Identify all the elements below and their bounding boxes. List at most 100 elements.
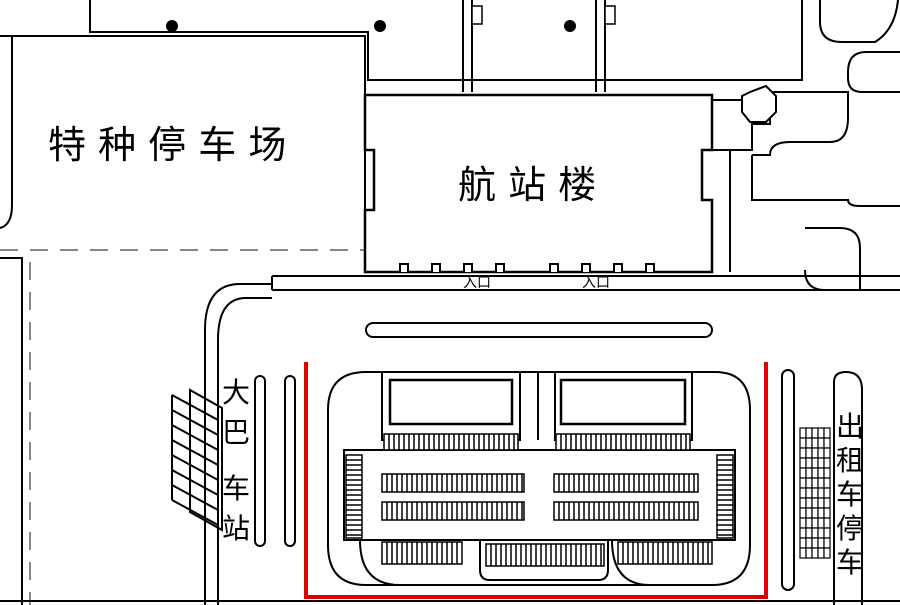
stall-row	[381, 501, 525, 521]
taxi-stall	[799, 527, 807, 539]
taxi-stall	[805, 497, 813, 509]
taxi-stall	[817, 437, 825, 449]
taxi-stall	[823, 497, 831, 509]
taxi-stall	[805, 467, 813, 479]
taxi-stall	[799, 427, 807, 439]
stall-column	[345, 454, 363, 539]
taxi-parking-label: 出 租 车 停 车	[836, 410, 864, 579]
taxi-stall	[811, 507, 819, 519]
top-right-road	[819, 0, 900, 93]
taxi-label-char: 车	[836, 546, 864, 579]
taxi-stall	[805, 447, 813, 459]
bus-bays	[171, 388, 223, 532]
stall-row	[553, 501, 699, 521]
stall-column	[716, 454, 734, 539]
taxi-stall	[811, 457, 819, 469]
taxi-stall	[817, 477, 825, 489]
taxi-label-char: 出	[836, 410, 864, 443]
median-strip	[365, 322, 713, 338]
taxi-stall	[799, 497, 807, 509]
bus-station-char: 站	[222, 512, 250, 545]
taxi-stall	[817, 527, 825, 539]
highlight-boundary	[304, 362, 768, 599]
taxi-label-char: 停	[836, 512, 864, 545]
taxi-stall	[823, 487, 831, 499]
taxi-island	[781, 369, 795, 591]
bus-station-char: 巴	[222, 416, 250, 449]
parking-stalls	[345, 433, 734, 567]
taxi-stall	[823, 457, 831, 469]
taxi-stall	[799, 437, 807, 449]
bus-station-char: 车	[222, 472, 250, 505]
marker-dot	[374, 20, 386, 32]
taxi-stall	[799, 507, 807, 519]
taxi-stall	[823, 427, 831, 439]
taxi-stall	[817, 497, 825, 509]
taxi-stall	[805, 477, 813, 489]
taxi-stall	[805, 437, 813, 449]
front-curb-lane	[204, 275, 900, 605]
entrance-label: 入口	[582, 275, 610, 291]
taxi-stall	[817, 487, 825, 499]
taxi-lane	[833, 370, 863, 605]
taxi-stall	[811, 477, 819, 489]
taxi-stall	[823, 547, 831, 559]
parking-building	[559, 378, 687, 426]
taxi-label-char: 租	[836, 444, 864, 477]
taxi-stall	[811, 497, 819, 509]
taxi-stall	[799, 457, 807, 469]
stall-row	[553, 473, 699, 493]
taxi-stall	[805, 507, 813, 519]
taxi-stall	[811, 467, 819, 479]
stall-row	[381, 473, 525, 493]
marker-dot	[564, 20, 576, 32]
taxi-stall	[817, 467, 825, 479]
taxi-parking-grid	[799, 427, 831, 559]
stall-row	[485, 543, 605, 567]
taxi-stall	[799, 487, 807, 499]
right-road-upper	[804, 227, 861, 291]
stall-row	[555, 433, 691, 451]
taxi-stall	[823, 437, 831, 449]
special-parking-label: 特 种 停 车 场	[48, 123, 286, 167]
taxi-stall	[817, 447, 825, 459]
special-parking-building	[0, 35, 366, 248]
terminal-annex	[712, 84, 900, 272]
taxi-stall	[823, 537, 831, 549]
stall-row	[383, 433, 519, 451]
taxi-stall	[805, 517, 813, 529]
entrance-label: 入口	[463, 275, 491, 291]
taxi-stall	[805, 457, 813, 469]
taxi-stall	[805, 537, 813, 549]
taxi-stall	[799, 447, 807, 459]
bus-island	[254, 375, 266, 547]
taxi-stall	[817, 457, 825, 469]
taxi-stall	[817, 547, 825, 559]
taxi-stall	[811, 547, 819, 559]
taxi-stall	[799, 517, 807, 529]
taxi-stall	[799, 467, 807, 479]
taxi-stall	[817, 427, 825, 439]
taxi-stall	[817, 517, 825, 529]
taxi-stall	[817, 537, 825, 549]
taxi-stall	[811, 437, 819, 449]
marker-dot	[166, 20, 178, 32]
jet-bridge	[595, 0, 616, 92]
taxi-stall	[799, 547, 807, 559]
taxi-stall	[805, 527, 813, 539]
taxi-stall	[811, 427, 819, 439]
top-building	[89, 0, 803, 92]
bus-station-char: 大	[222, 376, 250, 409]
terminal-label: 航 站 楼	[458, 163, 596, 207]
taxi-stall	[799, 477, 807, 489]
bus-island	[284, 375, 296, 547]
taxi-stall	[811, 487, 819, 499]
taxi-stall	[823, 477, 831, 489]
stall-row	[381, 541, 463, 565]
taxi-stall	[811, 517, 819, 529]
stall-row	[617, 541, 713, 565]
bus-station-label: 大 巴 车 站	[222, 376, 250, 545]
taxi-stall	[823, 447, 831, 459]
taxi-stall	[823, 507, 831, 519]
